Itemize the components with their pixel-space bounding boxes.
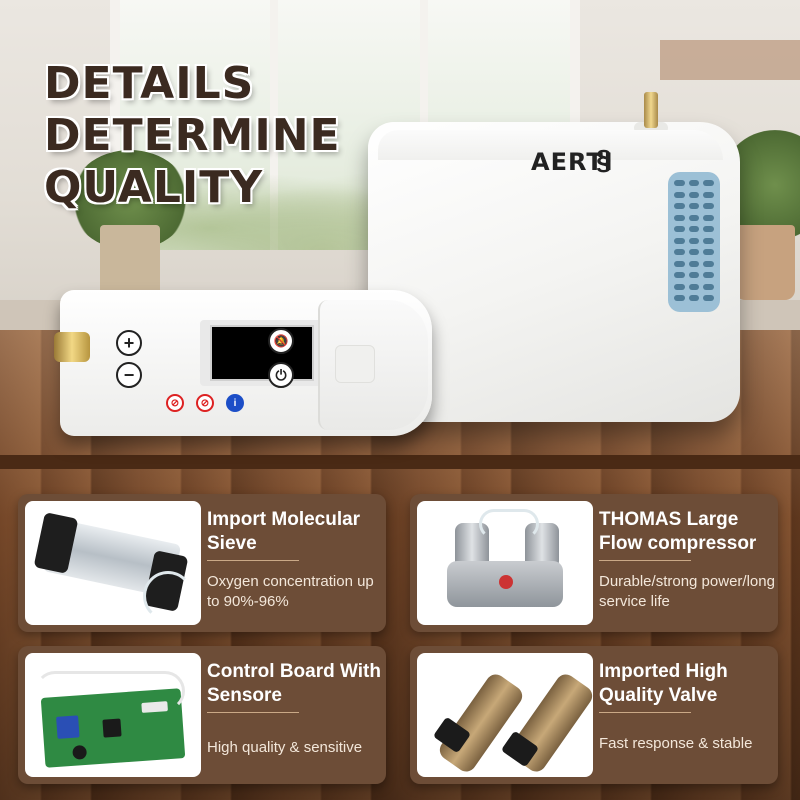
brand-logo: AERTI: [531, 148, 614, 176]
feature-card-molecular-sieve: Import Molecular Sieve Oxygen concentrat…: [18, 494, 386, 632]
headline-line-2: QUALITY: [44, 162, 264, 213]
feature-description: Durable/strong power/long service life: [599, 573, 775, 610]
headline-line-1: DETAILS DETERMINE: [44, 58, 341, 161]
feature-title: Control Board With Sensore: [207, 661, 381, 706]
pot-right: [735, 225, 795, 300]
brand-swirl-icon: §: [596, 144, 612, 175]
feature-card-control-board: Control Board With Sensore High quality …: [18, 646, 386, 784]
alarm-mute-button[interactable]: 🔕: [268, 328, 294, 354]
control-board-photo: [25, 653, 201, 777]
feature-description: High quality & sensitive: [207, 739, 363, 756]
pot-left: [100, 225, 160, 300]
outlet-nozzle: [644, 92, 658, 128]
feature-description: Fast response & stable: [599, 735, 753, 752]
no-fire-icon: ⊘: [196, 394, 214, 412]
oxygen-port: [54, 332, 90, 362]
molecular-sieve-photo: [25, 501, 201, 625]
feature-description: Oxygen concentration up to 90%-96%: [207, 573, 374, 610]
valve-photo: [417, 653, 593, 777]
feature-title: THOMAS Large Flow compressor: [599, 509, 757, 554]
power-button[interactable]: ⏻: [268, 362, 294, 388]
decrease-button[interactable]: −: [116, 362, 142, 388]
manual-icon: i: [226, 394, 244, 412]
compressor-photo: [417, 501, 593, 625]
lcd-screen: [210, 325, 314, 381]
feature-card-compressor: THOMAS Large Flow compressor Durable/str…: [410, 494, 778, 632]
feature-title: Imported High Quality Valve: [599, 661, 728, 706]
table-edge: [0, 455, 800, 469]
feature-card-valve: Imported High Quality Valve Fast respons…: [410, 646, 778, 784]
increase-button[interactable]: +: [116, 330, 142, 356]
controller-panel: + − 🔕 ⏻ ⊘ ⊘ i: [54, 290, 432, 436]
headline: DETAILS DETERMINE QUALITY: [44, 58, 514, 214]
feature-title: Import Molecular Sieve: [207, 509, 361, 554]
no-smoking-icon: ⊘: [166, 394, 184, 412]
air-vent: [668, 172, 720, 312]
wall-shelf: [660, 40, 800, 80]
